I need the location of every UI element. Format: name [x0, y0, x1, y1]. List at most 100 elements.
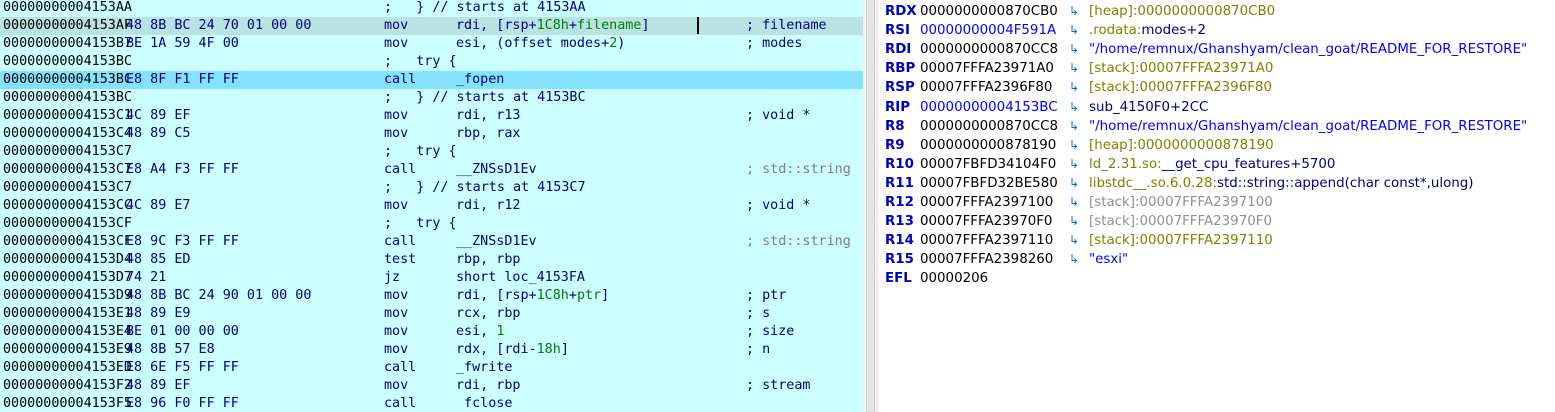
register-value[interactable]: 00000000004153BC	[920, 99, 1058, 115]
register-value[interactable]: 00000000004F591A	[920, 23, 1057, 39]
instruction-operands[interactable]: _fopen	[456, 72, 505, 87]
return-arrow-icon[interactable]: ↳	[1069, 61, 1080, 76]
disasm-row[interactable]: 00000000004153AA; } // starts at 4153AA	[0, 0, 863, 17]
instruction-operands[interactable]: rbp, rax	[456, 126, 521, 141]
register-reference[interactable]: [heap]:0000000000870CB0	[1089, 4, 1276, 19]
register-reference[interactable]: [stack]:00007FFFA23971A0	[1089, 61, 1274, 77]
splitter-grip[interactable]	[866, 0, 875, 412]
disasm-row[interactable]: 00000000004153BC; try {	[0, 53, 863, 71]
return-arrow-icon[interactable]: ↳	[1069, 4, 1080, 18]
register-value[interactable]: 00007FFFA2397110	[920, 233, 1054, 249]
register-reference[interactable]: .rodata:modes+2	[1089, 23, 1207, 39]
instruction-operands[interactable]: rcx, rbp	[456, 306, 521, 321]
return-arrow-icon[interactable]: ↳	[1069, 137, 1080, 152]
return-arrow-icon[interactable]: ↳	[1069, 233, 1080, 248]
instruction-operands[interactable]: esi, 1	[456, 324, 505, 339]
return-arrow-icon[interactable]: ↳	[1069, 195, 1080, 209]
register-value[interactable]: 00007FFFA2398260	[920, 252, 1054, 268]
instruction-operands[interactable]: rdi, [rsp+1C8h+filename]	[456, 18, 650, 33]
return-arrow-icon[interactable]: ↳	[1069, 23, 1080, 38]
return-arrow-icon[interactable]: ↳	[1069, 156, 1080, 171]
return-arrow-icon[interactable]: ↳	[1069, 252, 1080, 267]
return-arrow-icon[interactable]: ↳	[1069, 80, 1080, 95]
pane-splitter[interactable]	[863, 0, 879, 412]
instruction-operands[interactable]: rdi, [rsp+1C8h+ptr]	[456, 288, 610, 303]
return-arrow-icon[interactable]: ↳	[1069, 175, 1080, 190]
register-value[interactable]: 0000000000878190	[920, 137, 1057, 153]
register-value[interactable]: 0000000000870CC8	[920, 42, 1058, 58]
instruction-operands[interactable]: rdi, r12	[456, 198, 521, 213]
register-reference[interactable]: [stack]:00007FFFA2397100	[1089, 195, 1273, 210]
register-value[interactable]: 00000206	[920, 271, 989, 287]
register-reference[interactable]: [heap]:0000000000878190	[1089, 137, 1274, 153]
register-reference[interactable]: [stack]:00007FFFA2397110	[1089, 233, 1273, 249]
register-reference[interactable]: [stack]:00007FFFA2396F80	[1089, 80, 1272, 96]
instruction-operands[interactable]: rdi, r13	[456, 108, 521, 123]
register-value[interactable]: 00007FFFA2397100	[920, 195, 1054, 210]
register-reference[interactable]: [stack]:00007FFFA23970F0	[1089, 214, 1272, 230]
register-value[interactable]: 00007FFFA23971A0	[920, 61, 1054, 77]
register-reference[interactable]: "/home/remnux/Ghanshyam/clean_goat/READM…	[1089, 42, 1528, 58]
instruction-operands[interactable]: __ZNSsD1Ev	[456, 162, 537, 177]
register-value[interactable]: 0000000000870CB0	[920, 4, 1058, 19]
disasm-row[interactable]: 00000000004153C7; } // starts at 4153C7	[0, 179, 863, 197]
register-reference[interactable]: "/home/remnux/Ghanshyam/clean_goat/READM…	[1089, 118, 1528, 134]
instruction-operands[interactable]: rbp, rbp	[456, 252, 521, 267]
register-reference[interactable]: sub_4150F0+2CC	[1089, 99, 1209, 115]
register-value[interactable]: 00007FFFA23970F0	[920, 214, 1053, 230]
register-reference[interactable]: ld_2.31.so:__get_cpu_features+5700	[1089, 156, 1336, 172]
instruction-operands[interactable]: esi, (offset modes+2)	[456, 36, 626, 51]
disasm-row[interactable]: 00000000004153CF; try {	[0, 215, 863, 233]
register-value[interactable]: 00007FBFD32BE580	[920, 175, 1058, 191]
return-arrow-icon[interactable]: ↳	[1069, 118, 1080, 133]
instruction-operands[interactable]: short loc_4153FA	[456, 270, 585, 285]
register-value[interactable]: 00007FBFD34104F0	[920, 156, 1057, 172]
return-arrow-icon[interactable]: ↳	[1069, 42, 1080, 57]
register-reference[interactable]: "esxi"	[1089, 252, 1129, 268]
disasm-row[interactable]: 00000000004153BC; } // starts at 4153BC	[0, 89, 863, 107]
instruction-operands[interactable]: rdx, [rdi-18h]	[456, 342, 569, 357]
instruction-operands[interactable]: __ZNSsD1Ev	[456, 234, 537, 249]
return-arrow-icon[interactable]: ↳	[1069, 99, 1080, 114]
disasm-row[interactable]: 00000000004153C7; try {	[0, 143, 863, 161]
return-arrow-icon[interactable]: ↳	[1069, 214, 1080, 229]
register-reference[interactable]: libstdc__.so.6.0.28:std::string::append(…	[1089, 175, 1474, 191]
register-value[interactable]: 00007FFFA2396F80	[920, 80, 1053, 96]
instruction-operands[interactable]: fclose	[456, 396, 513, 411]
register-value[interactable]: 0000000000870CC8	[920, 118, 1058, 134]
instruction-operands[interactable]: _fwrite	[456, 360, 513, 375]
